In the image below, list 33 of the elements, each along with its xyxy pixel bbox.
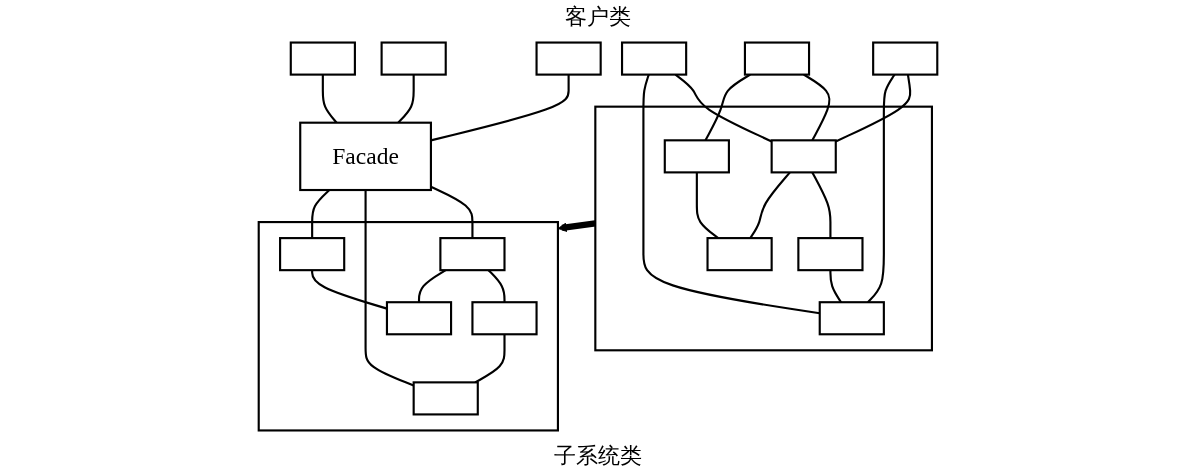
- cluster: [594, 105, 933, 352]
- node-box: [770, 139, 837, 174]
- connector: [642, 74, 820, 315]
- cluster: [257, 221, 559, 432]
- node-box: [535, 41, 602, 76]
- connector: [835, 74, 912, 143]
- label-text: 子系统类: [554, 442, 642, 470]
- node-box: [279, 237, 346, 272]
- node-box: [872, 41, 939, 76]
- node-box: [620, 41, 688, 76]
- node-box: Facade: [299, 121, 432, 192]
- node-box: [706, 237, 773, 272]
- node-box: [439, 237, 506, 272]
- label-text: 客户类: [565, 3, 631, 31]
- connector: [803, 73, 831, 141]
- connector: [430, 74, 570, 142]
- connector: [829, 270, 842, 303]
- node-box: [797, 237, 864, 272]
- node-box: [471, 301, 538, 336]
- connector: [674, 73, 773, 143]
- node-box: [380, 41, 447, 76]
- connector: [474, 334, 506, 384]
- node-box: [412, 381, 479, 416]
- connector: [695, 172, 719, 239]
- node-box: [818, 301, 885, 336]
- connector: [704, 73, 751, 141]
- node-box: [663, 139, 730, 174]
- node-box: [289, 41, 356, 76]
- node-box: [385, 301, 453, 336]
- connector: [867, 74, 896, 303]
- node-box: [743, 41, 811, 76]
- connector: [430, 185, 474, 239]
- arrow: [557, 220, 596, 232]
